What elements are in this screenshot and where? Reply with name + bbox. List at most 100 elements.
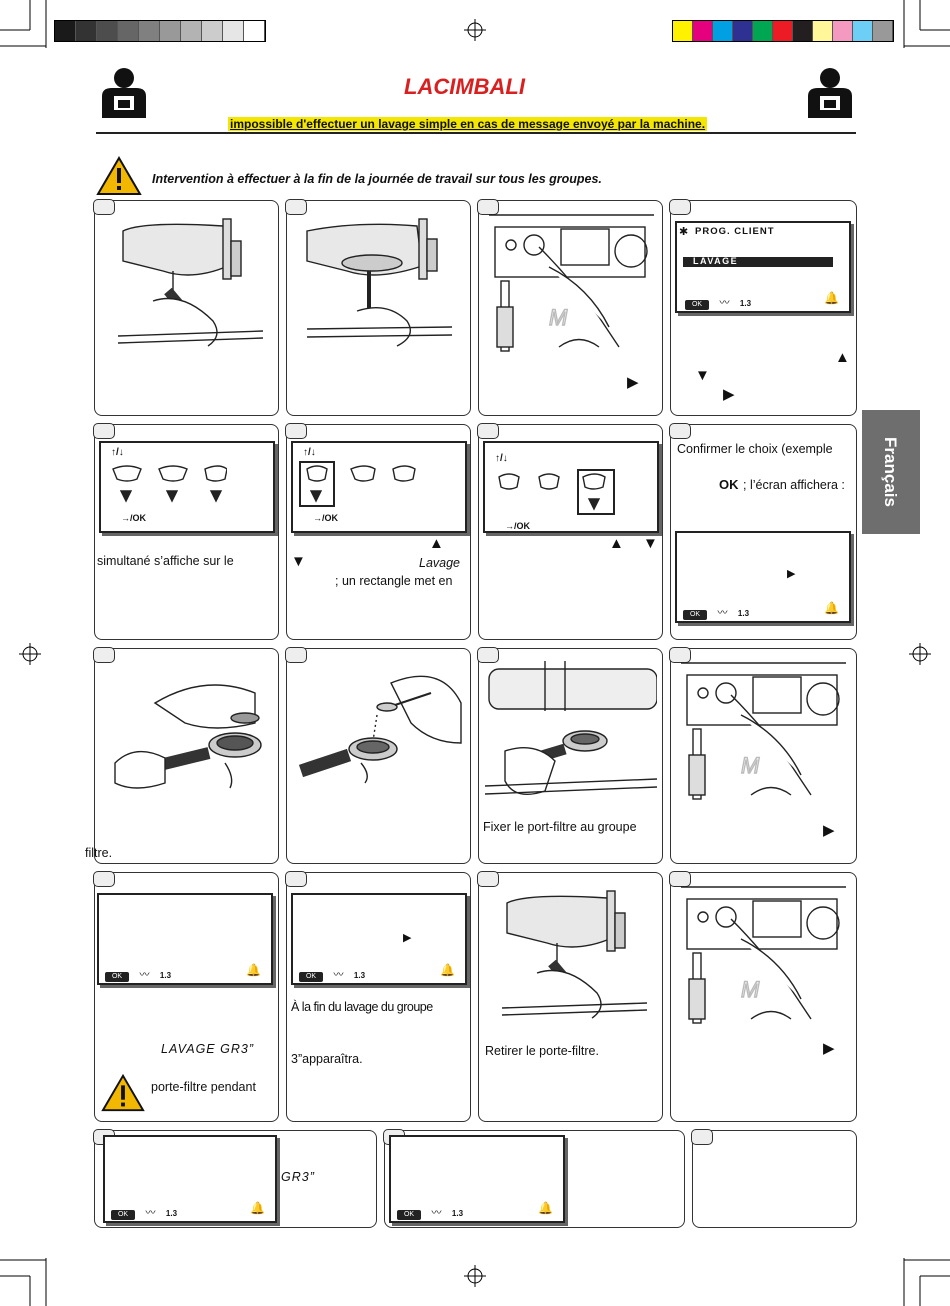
swatch-colorbar-0: [673, 21, 693, 41]
step13-text-lavage: LAVAGE GR3”: [161, 1042, 254, 1056]
selection-rectangle: [299, 461, 335, 507]
step-panel-11: Fixer le port-filtre au groupe: [477, 647, 663, 864]
step-panel-14: ▶ OK 〰 1.3 🔔 À la fin du lavage du group…: [285, 871, 471, 1122]
swatch-graybar-6: [181, 21, 202, 41]
swatch-colorbar-9: [853, 21, 873, 41]
step6-text: ; un rectangle met en: [335, 574, 453, 588]
swatch-colorbar-7: [813, 21, 833, 41]
lcd-rinse-screen: OK 〰 1.3 🔔: [103, 1135, 277, 1223]
swatch-graybar-9: [244, 21, 265, 41]
ok-icon: OK: [683, 610, 707, 620]
swatch-colorbar-10: [873, 21, 893, 41]
step-number-14: [285, 871, 307, 887]
pump-wave-icon: 〰: [333, 970, 344, 981]
illustration-remove-portafilter: [117, 218, 264, 347]
ok-icon: OK: [685, 300, 709, 310]
step6-text-lavage: Lavage: [419, 556, 461, 570]
lcd-updown-hint: ↑/↓: [495, 453, 508, 464]
lcd-status-row: OK 〰 1.3 🔔: [685, 291, 843, 311]
arrow-up-symbol: ▲: [609, 535, 624, 552]
swatch-graybar-7: [202, 21, 223, 41]
ok-icon: OK: [111, 1210, 135, 1220]
pump-wave-icon: 〰: [145, 1208, 156, 1219]
swatch-graybar-4: [139, 21, 160, 41]
pressure-bar-value: 1.3: [737, 609, 750, 618]
swatch-colorbar-8: [833, 21, 853, 41]
lcd-star: ✱: [679, 226, 689, 238]
language-tab[interactable]: Français: [862, 410, 920, 534]
swatch-colorbar-6: [793, 21, 813, 41]
step-panel-5: ↑/↓ →/OK simultané s’affiche sur le: [93, 423, 279, 640]
step-number-9: [93, 647, 115, 663]
lcd-ok-hint: →/OK: [505, 521, 531, 531]
lcd-menu-title: PROG. CLIENT: [695, 226, 775, 237]
step-number-16: [669, 871, 691, 887]
step14-text: À la fin du lavage du groupe: [291, 1000, 433, 1014]
lcd-ok-hint: →/OK: [313, 513, 339, 523]
step17-text: GR3”: [281, 1170, 315, 1184]
step8-text-screen: ; l’écran affichera :: [743, 478, 845, 492]
pump-wave-icon: 〰: [431, 1208, 442, 1219]
header-warning: impossible d'effectuer un lavage simple …: [228, 117, 708, 131]
arrow-right-symbol: ▶: [787, 568, 796, 580]
step-number-12: [669, 647, 691, 663]
step8-text: Confirmer le choix (exemple: [677, 442, 833, 456]
step-number-3: [477, 199, 499, 215]
step-number-13: [93, 871, 115, 887]
step-number-6: [285, 423, 307, 439]
step-number-10: [285, 647, 307, 663]
pressure-bar-value: 1.3: [165, 1209, 178, 1218]
ok-icon: OK: [105, 972, 129, 982]
swatch-colorbar-2: [713, 21, 733, 41]
arrow-up-symbol: ▲: [429, 535, 444, 552]
step-number-1: [93, 199, 115, 215]
pump-wave-icon: 〰: [139, 970, 150, 981]
step5-text: simultané s’affiche sur le: [97, 554, 234, 568]
step-panel-2: [285, 199, 471, 416]
gray-calibration-bar: [54, 20, 266, 42]
step-panel-13: OK 〰 1.3 🔔 LAVAGE GR3” porte-filtre pend…: [93, 871, 279, 1122]
step-panel-1: [93, 199, 279, 416]
group-heads-icon: [306, 465, 416, 503]
swatch-graybar-0: [55, 21, 76, 41]
step-number-15: [477, 871, 499, 887]
selection-rectangle: [577, 469, 615, 515]
lcd-status-row: OK 〰 1.3 🔔: [397, 1201, 557, 1221]
step-panel-8: Confirmer le choix (exemple OK ; l’écran…: [669, 423, 857, 640]
group-heads-icon: [112, 465, 227, 503]
step-panel-19: [691, 1129, 857, 1228]
arrow-up-symbol: ▲: [835, 349, 850, 366]
swatch-graybar-3: [118, 21, 139, 41]
step-panel-4: ✱ PROG. CLIENT LAVAGE OK 〰 1.3 🔔 ▲ ▼ ▶: [669, 199, 857, 416]
illustration-attach-portafilter: [485, 661, 657, 795]
bell-icon: 🔔: [440, 963, 455, 977]
bell-icon: 🔔: [538, 1201, 553, 1215]
illustration-press-ok-key: M: [681, 886, 846, 1024]
group-heads-icon: [498, 473, 606, 511]
swatch-graybar-5: [160, 21, 181, 41]
header-rule: [96, 132, 856, 134]
lcd-selected-item-label: LAVAGE: [693, 256, 739, 266]
ok-icon: OK: [299, 972, 323, 982]
step-number-7: [477, 423, 499, 439]
pressure-bar-value: 1.3: [739, 299, 752, 308]
step-panel-6: ↑/↓ →/OK ▲ ▼ Lavage ; un rectangle met e…: [285, 423, 471, 640]
step-panel-12: M ▶: [669, 647, 857, 864]
step11-text: Fixer le port-filtre au groupe: [483, 820, 637, 834]
illustration-press-ok-key: M: [681, 662, 846, 800]
illustration-insert-blind-filter: [114, 684, 262, 789]
ok-key-label: OK: [719, 477, 739, 492]
lcd-updown-hint: ↑/↓: [111, 447, 124, 458]
lcd-group-select-screen: ↑/↓ →/OK: [99, 441, 275, 533]
svg-text:M: M: [741, 753, 760, 778]
bell-icon: 🔔: [824, 291, 839, 305]
arrow-right-symbol: ▶: [723, 386, 735, 403]
lcd-group1-selected-screen: ↑/↓ →/OK: [291, 441, 467, 533]
ok-icon: OK: [397, 1210, 421, 1220]
lcd-selected-item: LAVAGE: [683, 256, 833, 267]
arrow-right-symbol: ▶: [627, 374, 639, 391]
step-panel-15: Retirer le porte-filtre.: [477, 871, 663, 1122]
step-number-2: [285, 199, 307, 215]
arrow-right-symbol: ▶: [403, 932, 412, 944]
lcd-group3-selected-screen: ↑/↓ →/OK: [483, 441, 659, 533]
